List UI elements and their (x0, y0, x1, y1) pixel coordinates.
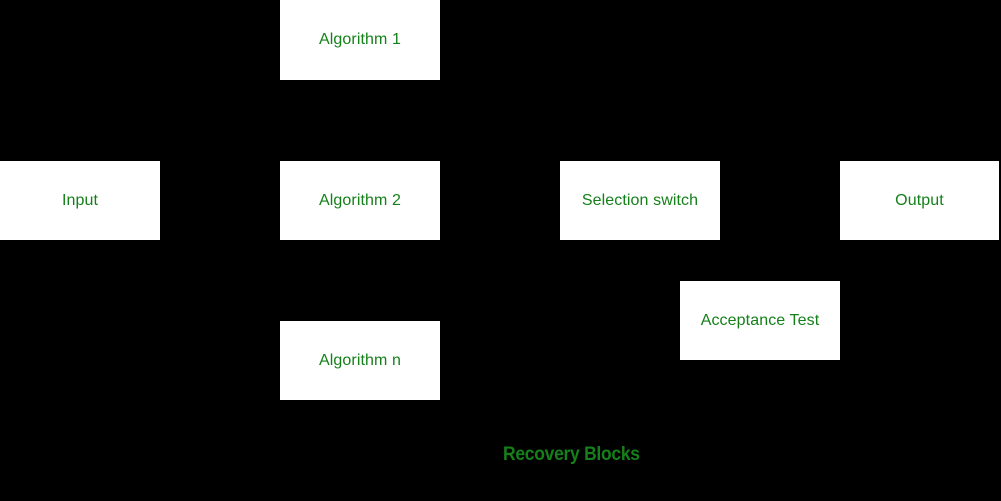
node-acceptance-test[interactable]: Acceptance Test (680, 281, 840, 360)
node-output[interactable]: Output (840, 161, 999, 240)
node-algorithm-n-label: Algorithm n (318, 351, 402, 369)
node-algorithm-n[interactable]: Algorithm n (280, 321, 440, 400)
node-acceptance-test-label: Acceptance Test (700, 311, 820, 329)
node-output-label: Output (895, 191, 944, 209)
node-selection-switch-label: Selection switch (581, 191, 699, 209)
node-input-label: Input (61, 191, 99, 209)
node-selection-switch[interactable]: Selection switch (560, 161, 720, 240)
node-algorithm-1-label: Algorithm 1 (318, 31, 402, 49)
node-algorithm-2[interactable]: Algorithm 2 (280, 161, 440, 240)
node-input[interactable]: Input (0, 161, 160, 240)
node-algorithm-2-label: Algorithm 2 (318, 191, 402, 209)
node-algorithm-1[interactable]: Algorithm 1 (280, 0, 440, 80)
diagram-caption: Recovery Blocks (503, 444, 640, 465)
